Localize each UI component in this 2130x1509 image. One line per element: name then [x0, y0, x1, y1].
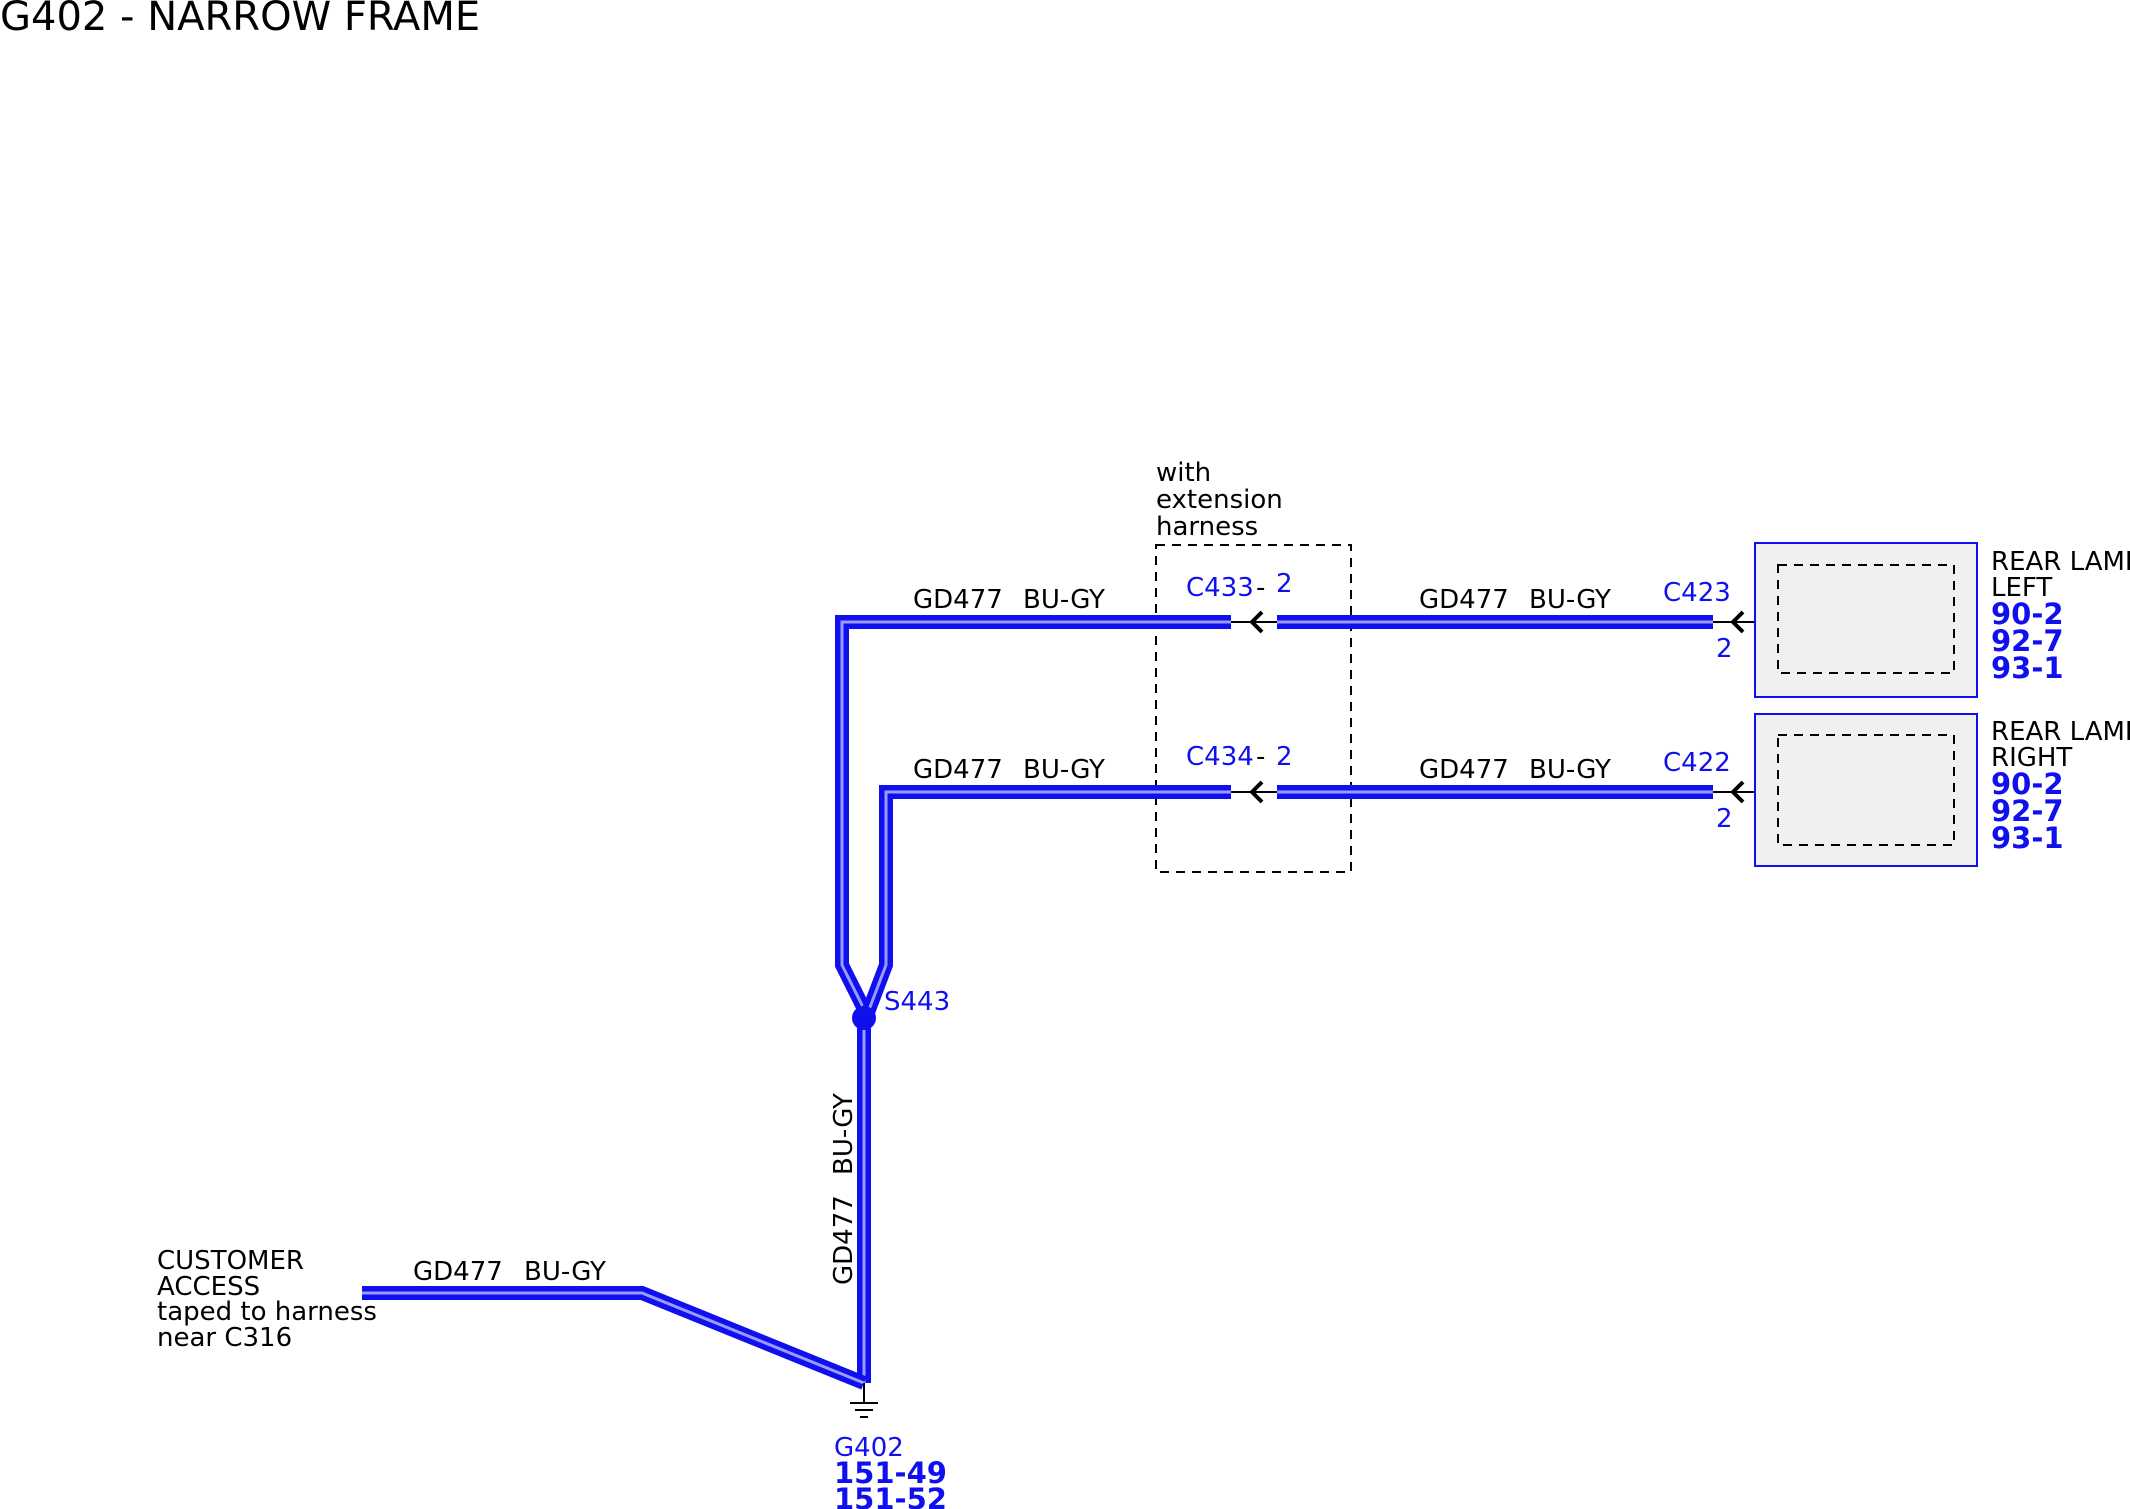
connector-label-c434: C434 - 2 [1186, 742, 1293, 772]
connector-name: C423 [1663, 578, 1731, 608]
wire-circuit-label: GD477 [829, 1195, 859, 1285]
wire-label-customer: GD477 BU-GY [413, 1257, 606, 1287]
wire-circuit-label: GD477 [913, 585, 1003, 615]
connector-separator: - [1256, 742, 1265, 772]
wire-bottom-left [860, 785, 1231, 1018]
customer-access-line: near C316 [157, 1323, 292, 1353]
wire-top-left [835, 615, 1231, 1019]
page-title: G402 - NARROW FRAME [0, 0, 480, 40]
customer-access-line: ACCESS [157, 1272, 260, 1302]
page-reference-link[interactable]: 93-1 [1991, 651, 2064, 685]
wire-color-label: BU-GY [1529, 585, 1611, 615]
customer-access-label: CUSTOMER ACCESS taped to harness near C3… [157, 1246, 377, 1353]
connector-name: C422 [1663, 748, 1731, 778]
splice-dot [852, 1006, 876, 1030]
page-reference-link[interactable]: 90-2 [1991, 767, 2064, 801]
page-reference-link[interactable]: 92-7 [1991, 624, 2064, 658]
wire-color-label: BU-GY [524, 1257, 606, 1287]
ground-label: G402 151-49 151-52 [834, 1433, 947, 1509]
connector-label-c433: C433 - 2 [1186, 569, 1293, 603]
ground-icon [850, 1383, 878, 1418]
wire-circuit-label: GD477 [913, 755, 1003, 785]
page-reference-link[interactable]: 151-49 [834, 1456, 947, 1490]
ground-name: G402 [834, 1433, 904, 1463]
wire-circuit-label: GD477 [413, 1257, 503, 1287]
wire-label-top-left: GD477 BU-GY [913, 585, 1105, 615]
connector-label-c423: C423 2 [1663, 578, 1733, 664]
wire-color-label: BU-GY [829, 1093, 859, 1175]
page-reference-link[interactable]: 92-7 [1991, 794, 2064, 828]
page-reference-link[interactable]: 90-2 [1991, 597, 2064, 631]
extension-note-line-3: harness [1156, 512, 1258, 542]
wire-label-bottom-right: GD477 BU-GY [1419, 755, 1611, 785]
connector-label-c422: C422 2 [1663, 748, 1733, 834]
wire-label-vertical: GD477 BU-GY [829, 1093, 859, 1285]
extension-harness-note: with extension harness [1156, 458, 1283, 542]
connector-pin: 2 [1716, 804, 1733, 834]
component-name-line: LEFT [1991, 573, 2052, 603]
rear-lamp-left-label: REAR LAMP, LEFT 90-2 92-7 93-1 [1991, 547, 2130, 685]
wire-circuit-label: GD477 [1419, 755, 1509, 785]
extension-harness-box [1155, 544, 1352, 873]
connector-separator: - [1256, 573, 1265, 603]
splice-label: S443 [884, 987, 950, 1017]
component-name-line: REAR LAMP, [1991, 717, 2130, 747]
rear-lamp-left-component [1754, 542, 1978, 698]
wire-customer-access [362, 1286, 867, 1390]
component-name-line: REAR LAMP, [1991, 547, 2130, 577]
connector-pin: 2 [1276, 742, 1293, 772]
wire-color-label: BU-GY [1023, 755, 1105, 785]
customer-access-line: CUSTOMER [157, 1246, 304, 1276]
c434-connector-symbol [1231, 780, 1277, 804]
wire-color-label: BU-GY [1023, 585, 1105, 615]
connector-pin: 2 [1716, 634, 1733, 664]
wire-color-label: BU-GY [1529, 755, 1611, 785]
page-reference-link[interactable]: 151-52 [834, 1482, 947, 1509]
rear-lamp-right-label: REAR LAMP, RIGHT 90-2 92-7 93-1 [1991, 717, 2130, 855]
extension-note-line-1: with [1156, 458, 1211, 488]
c433-connector-symbol [1231, 610, 1277, 634]
rear-lamp-right-component [1754, 713, 1978, 867]
connector-pin: 2 [1276, 569, 1293, 599]
page-reference-link[interactable]: 93-1 [1991, 821, 2064, 855]
wire-label-top-right: GD477 BU-GY [1419, 585, 1611, 615]
connector-name: C433 [1186, 573, 1254, 603]
component-name-line: RIGHT [1991, 743, 2072, 773]
connector-name: C434 [1186, 742, 1254, 772]
wire-label-bottom-left: GD477 BU-GY [913, 755, 1105, 785]
extension-note-line-2: extension [1156, 485, 1283, 515]
wire-circuit-label: GD477 [1419, 585, 1509, 615]
customer-access-line: taped to harness [157, 1297, 377, 1327]
